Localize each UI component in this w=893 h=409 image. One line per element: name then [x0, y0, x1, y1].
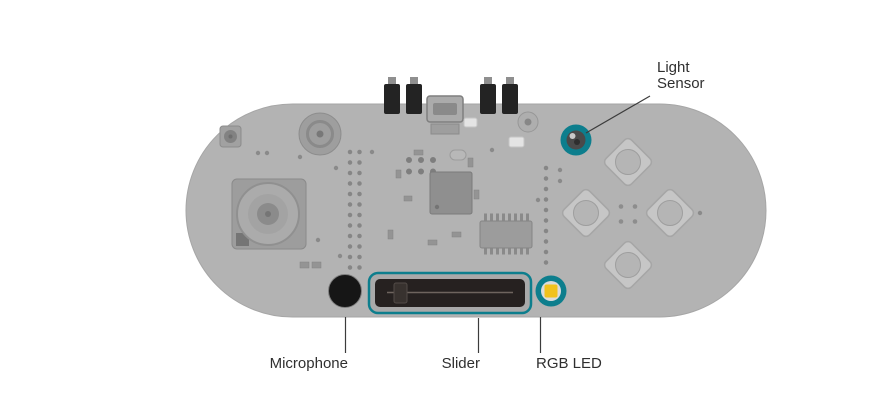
reset-button [219, 125, 242, 148]
mcu-chip [429, 171, 473, 215]
dpad-button-up [603, 137, 653, 187]
callout-lines [344, 95, 651, 353]
mounting-hole [517, 111, 539, 133]
slider-handle [393, 282, 408, 304]
label-light-sensor: Light Sensor [657, 59, 705, 92]
dpad-button-right [645, 188, 695, 238]
dpad-button-down [603, 240, 653, 290]
top-connector-right [480, 77, 518, 114]
joystick [231, 178, 307, 250]
slider [367, 271, 533, 315]
microphone [328, 274, 362, 308]
label-microphone: Microphone [269, 355, 348, 372]
label-slider: Slider [441, 355, 480, 372]
white-led-packages [463, 117, 525, 148]
crystal [449, 149, 467, 161]
usb-connector [426, 95, 464, 135]
dpad-button-left [561, 188, 611, 238]
buzzer [298, 112, 342, 156]
passive-components [299, 149, 480, 269]
io-chip [479, 213, 533, 255]
dpad-center-vias [618, 204, 638, 224]
callout-line-light-sensor [585, 95, 651, 134]
rgb-led [535, 275, 567, 307]
icsp-header [406, 157, 437, 175]
vias [255, 147, 703, 259]
label-rgb-led: RGB LED [536, 355, 602, 372]
header-holes-left [347, 149, 362, 271]
light-sensor [560, 124, 592, 156]
top-connector-left [384, 77, 422, 114]
